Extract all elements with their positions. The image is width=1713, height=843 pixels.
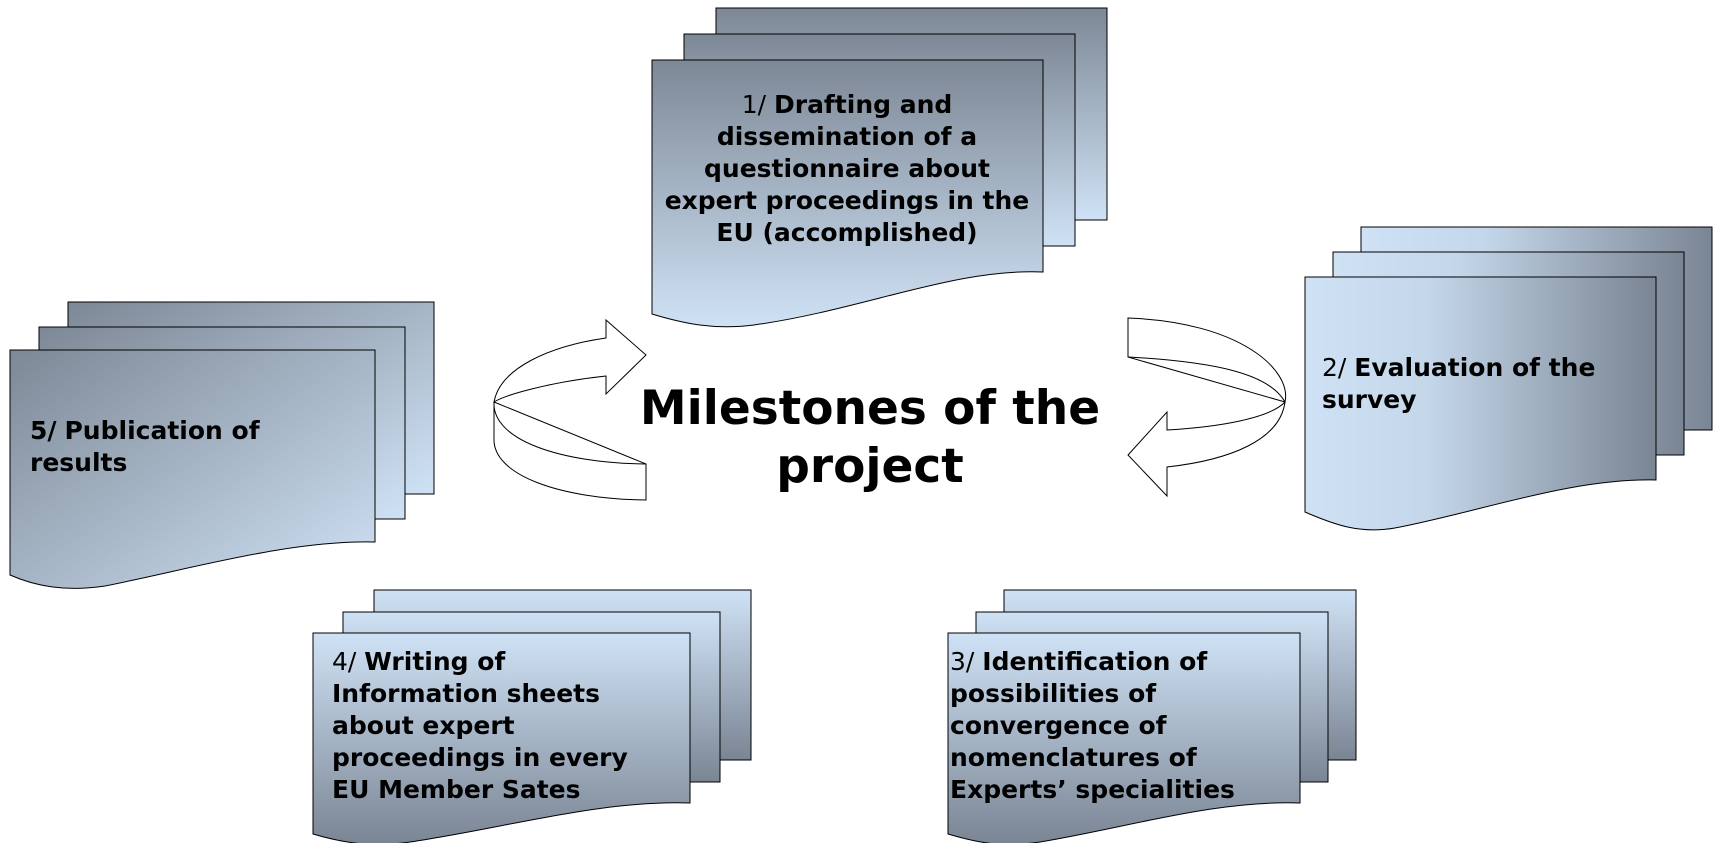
milestone-5-label: 5/ Publication of results [30,415,330,479]
milestone-4-front-sheet [312,632,691,843]
milestone-4-label: 4/ Writing of Information sheets about e… [332,646,672,806]
milestone-2-text: Evaluation of the survey [1322,353,1596,414]
milestone-5-number: 5/ [30,416,57,445]
right-arrow-twist-line [1127,356,1286,403]
milestone-1-front-sheet [651,59,1044,328]
milestone-1-number: 1/ [741,90,767,119]
milestone-3-number: 3/ [950,647,975,676]
left-cycle-arrow [493,318,647,501]
milestone-5-text: Publication of results [30,416,260,477]
milestone-1-label: 1/ Drafting and dissemination of a quest… [662,89,1032,249]
right-arrow-band-lower [1127,400,1286,498]
left-arrow-band-upper [493,318,647,404]
milestone-2-stack [1304,226,1713,531]
milestone-5-front-sheet [9,349,376,589]
milestone-1-text: Drafting and dissemination of a question… [664,90,1030,247]
right-cycle-arrow [1127,317,1287,498]
left-arrow-band-lower [493,401,647,501]
diagram-title: Milestones of the project [639,381,1101,494]
milestone-4-stack [312,589,752,843]
milestone-5-stack [9,301,435,589]
milestone-2-number: 2/ [1322,353,1347,382]
milestone-2-label: 2/ Evaluation of the survey [1322,352,1632,416]
milestone-3-front-sheet [947,632,1301,843]
right-arrow-band-upper [1127,317,1287,404]
milestone-1-stack [651,7,1108,328]
milestone-4-text: Writing of Information sheets about expe… [332,647,628,804]
milestone-3-stack [947,589,1357,843]
milestone-3-label: 3/ Identification of possibilities of co… [950,646,1280,806]
left-arrow-twist-line [493,401,647,465]
milestone-2-front-sheet [1304,276,1657,531]
milestone-3-text: Identification of possibilities of conve… [950,647,1235,804]
milestone-4-number: 4/ [332,647,357,676]
